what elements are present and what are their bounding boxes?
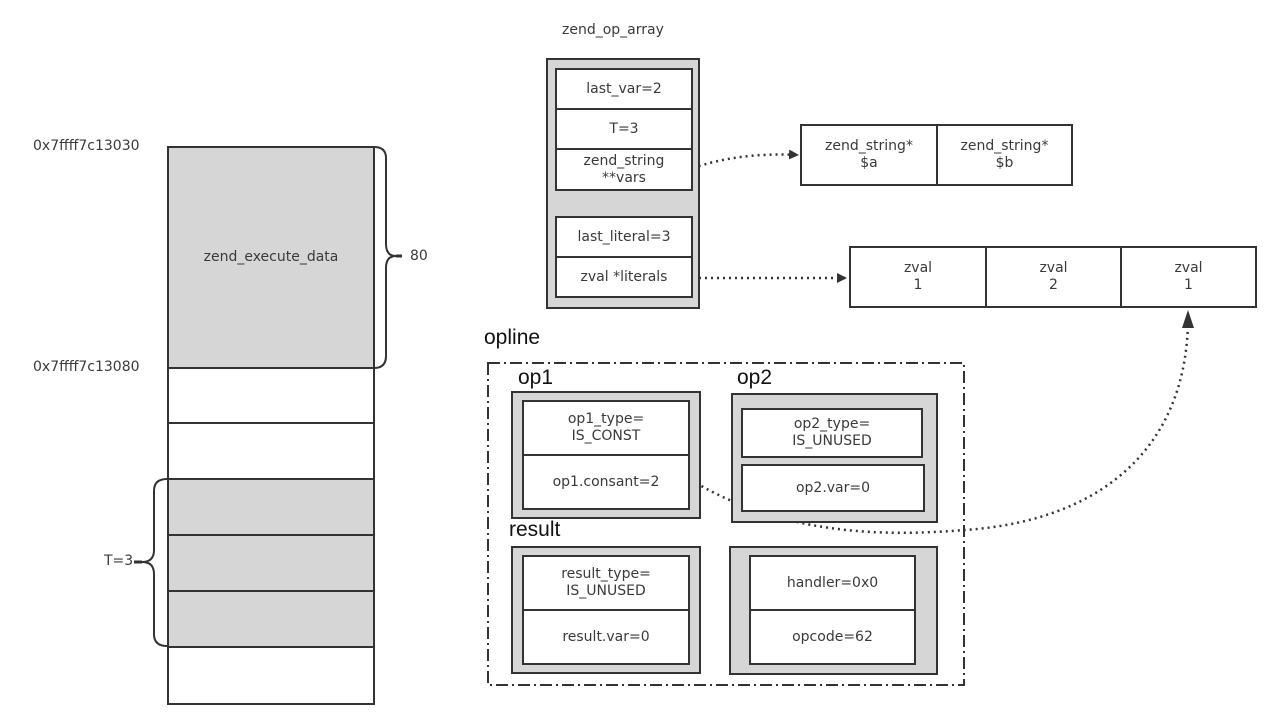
stack-slot-tmp1 [167,478,375,536]
vars-slot-b-name: $b [995,155,1014,171]
vars-slot-b: zend_string* $b [936,124,1073,186]
field-last-var-text: last_var=2 [586,80,662,97]
field-last-literal: last_literal=3 [555,216,693,258]
field-literals: zval *literals [555,256,693,298]
literal-2: zval 1 [1120,246,1257,308]
op1-title: op1 [518,366,554,389]
result-var-field: result.var=0 [522,609,690,665]
field-t: T=3 [555,108,693,150]
result-type-field: result_type= IS_UNUSED [522,555,690,611]
literal-1-type: zval [1039,260,1068,276]
execute-data-size: 80 [410,248,428,264]
opcode-text: opcode=62 [792,628,873,645]
vars-slot-a-type: zend_string* [825,138,913,154]
field-vars: zend_string **vars [555,148,693,191]
size-brace [373,146,397,369]
execute-data-label: zend_execute_data [203,249,339,265]
stack-slot-cv2 [167,422,375,480]
temp-count-label: T=3 [104,553,134,569]
field-last-literal-text: last_literal=3 [577,228,671,245]
stack-address-top: 0x7ffff7c13030 [33,138,140,154]
op1-constant-text: op1.consant=2 [552,473,660,490]
literal-0-type: zval [903,260,933,276]
op2-var-field: op2.var=0 [741,464,925,512]
literal-0-value: 1 [913,277,923,293]
stack-slot-extra [167,646,375,705]
literal-1-value: 2 [1049,277,1058,293]
op2-type-text: op2_type= IS_UNUSED [792,416,872,449]
op2-title: op2 [737,366,773,389]
vars-pointer-arrow [692,149,799,170]
op1-type-field: op1_type= IS_CONST [522,400,690,456]
field-vars-text: zend_string **vars [583,152,665,186]
stack-slot-tmp2 [167,534,375,592]
literal-2-type: zval [1174,260,1203,276]
handler-field: handler=0x0 [749,555,916,611]
vars-slot-a: zend_string* $a [800,124,938,186]
stack-slot-tmp3 [167,590,375,648]
stack-address-bottom: 0x7ffff7c13080 [33,359,140,375]
result-type-text: result_type= IS_UNUSED [561,566,651,599]
op1-type-text: op1_type= IS_CONST [567,411,645,444]
op2-type-field: op2_type= IS_UNUSED [741,408,923,458]
opline-title: opline [484,326,541,349]
arrowhead-up [1182,310,1194,328]
literal-1: zval 2 [985,246,1122,308]
op2-var-text: op2.var=0 [795,479,871,496]
literal-0: zval 1 [849,246,987,308]
field-literals-text: zval *literals [580,268,668,285]
opline-frame [487,362,965,686]
field-t-text: T=3 [609,120,639,137]
op-array-title: zend_op_array [562,22,664,38]
result-title: result [509,518,561,541]
temp-brace [141,478,168,647]
vars-slot-b-type: zend_string* [960,138,1049,154]
stack-slot-cv1 [167,367,375,424]
literal-2-value: 1 [1184,277,1193,293]
execute-data-block: zend_execute_data [167,146,375,369]
vars-slot-a-name: $a [860,155,878,171]
handler-text: handler=0x0 [786,574,879,591]
opcode-field: opcode=62 [749,609,916,665]
field-last-var: last_var=2 [555,68,693,110]
result-var-text: result.var=0 [562,628,650,645]
op1-constant-field: op1.consant=2 [522,454,690,510]
